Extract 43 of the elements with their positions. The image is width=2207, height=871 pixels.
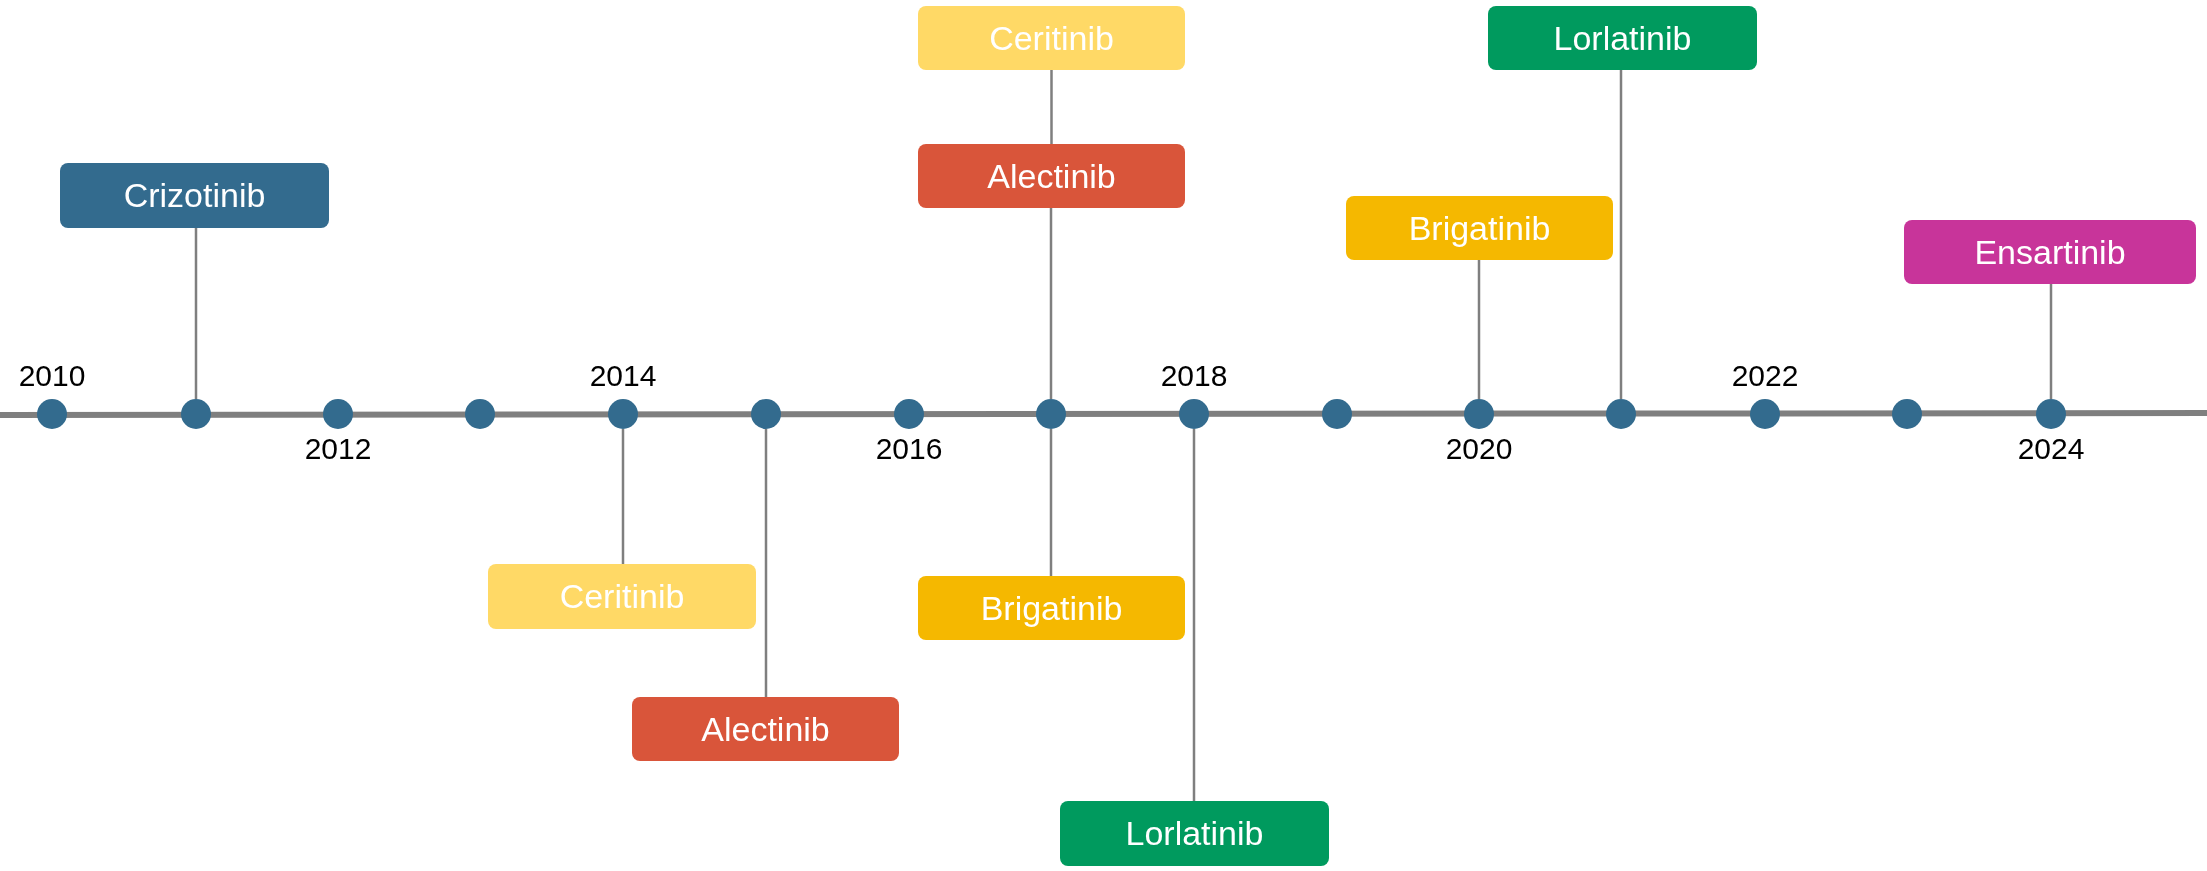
drug-label: Brigatinib [1346, 196, 1613, 260]
drug-label: Ensartinib [1904, 220, 2196, 284]
year-label: 2010 [18, 359, 86, 393]
year-marker-dot [1322, 399, 1352, 429]
year-marker-dot [1750, 399, 1780, 429]
year-marker-dot [1036, 399, 1066, 429]
drug-label: Crizotinib [60, 163, 329, 228]
drug-label: Brigatinib [918, 576, 1185, 640]
connector-line [621, 429, 625, 564]
year-label: 2012 [304, 432, 372, 466]
year-marker-dot [608, 399, 638, 429]
year-marker-dot [1179, 399, 1209, 429]
connector-line [1192, 429, 1196, 801]
connector-line [764, 429, 768, 697]
year-marker-dot [465, 399, 495, 429]
year-label: 2024 [2017, 432, 2085, 466]
year-label: 2016 [875, 432, 943, 466]
drug-label: Lorlatinib [1060, 801, 1329, 866]
year-marker-dot [894, 399, 924, 429]
year-marker-dot [2036, 399, 2066, 429]
connector-line [1049, 429, 1053, 576]
connector-line [194, 228, 198, 399]
connector-line [1050, 70, 1053, 144]
drug-label: Alectinib [632, 697, 899, 761]
year-marker-dot [1606, 399, 1636, 429]
drug-label: Ceritinib [488, 564, 756, 629]
year-marker-dot [1892, 399, 1922, 429]
year-label: 2020 [1445, 432, 1513, 466]
year-label: 2022 [1731, 359, 1799, 393]
drug-label: Ceritinib [918, 6, 1185, 70]
connector-line [2049, 284, 2053, 399]
drug-label: Lorlatinib [1488, 6, 1757, 70]
year-label: 2014 [589, 359, 657, 393]
connector-line [1477, 260, 1481, 399]
connector-line [1619, 70, 1623, 399]
year-label: 2018 [1160, 359, 1228, 393]
drug-label: Alectinib [918, 144, 1185, 208]
year-marker-dot [37, 399, 67, 429]
year-marker-dot [751, 399, 781, 429]
year-marker-dot [1464, 399, 1494, 429]
year-marker-dot [181, 399, 211, 429]
year-marker-dot [323, 399, 353, 429]
connector-line [1049, 208, 1053, 399]
